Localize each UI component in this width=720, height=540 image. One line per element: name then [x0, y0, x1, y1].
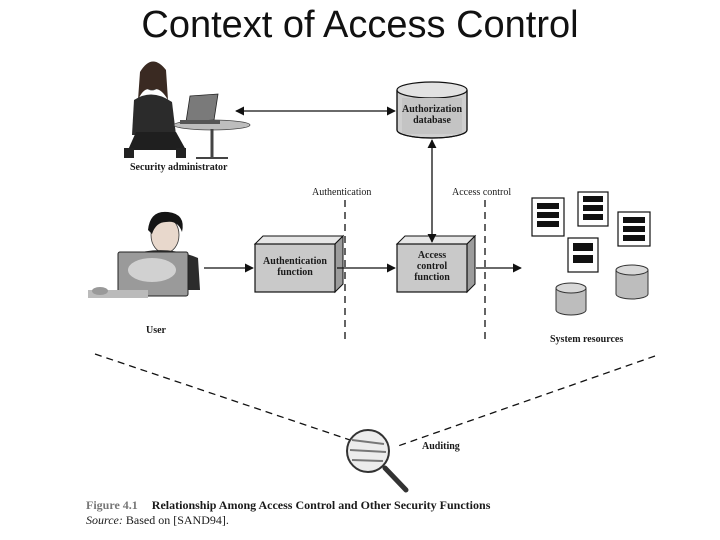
- authentication-function-box: [253, 234, 345, 294]
- authentication-boundary-label: Authentication: [312, 187, 372, 198]
- auditing-label: Auditing: [422, 441, 460, 452]
- figure-source-label: Source:: [86, 513, 123, 527]
- authentication-function-line1: Authentication: [263, 256, 327, 267]
- document-icon: [567, 237, 599, 273]
- figure-number: Figure 4.1: [86, 498, 138, 512]
- figure-source-text: Based on [SAND94].: [122, 513, 229, 527]
- authentication-function-line2: function: [277, 267, 313, 278]
- access-control-boundary-label: Access control: [452, 187, 512, 198]
- figure-title: Relationship Among Access Control and Ot…: [151, 498, 491, 512]
- authorization-database-line2: database: [413, 115, 451, 126]
- system-resources-label: System resources: [550, 334, 624, 345]
- access-control-function-label: Access control function: [397, 250, 467, 283]
- disk-icon: [555, 282, 587, 316]
- security-admin-label: Security administrator: [130, 162, 228, 173]
- document-icon: [577, 191, 609, 227]
- document-icon: [531, 197, 565, 237]
- figure-caption-line: Figure 4.1 Relationship Among Access Cont…: [86, 498, 490, 513]
- page-title: Context of Access Control: [141, 4, 579, 46]
- access-control-function-box: [395, 234, 477, 294]
- disk-icon: [615, 264, 649, 300]
- auditing-right-line: [397, 355, 656, 447]
- security-admin-illustration: [124, 61, 251, 159]
- figure-caption: Figure 4.1 Relationship Among Access Cont…: [86, 498, 490, 528]
- magnifier-icon: [346, 429, 409, 493]
- authorization-database: [396, 81, 468, 139]
- authentication-function-label: Authentication function: [255, 256, 335, 278]
- authorization-database-line1: Authorization: [402, 104, 462, 115]
- authorization-database-label: Authorization database: [397, 104, 467, 126]
- access-control-function-line2: control: [416, 261, 448, 272]
- document-icon: [617, 211, 651, 247]
- access-control-function-line1: Access: [417, 250, 447, 261]
- user-label: User: [146, 325, 166, 336]
- auditing-left-line: [94, 353, 363, 445]
- figure-source-line: Source: Based on [SAND94].: [86, 513, 490, 528]
- access-control-function-line3: function: [414, 272, 450, 283]
- user-illustration: [88, 211, 200, 298]
